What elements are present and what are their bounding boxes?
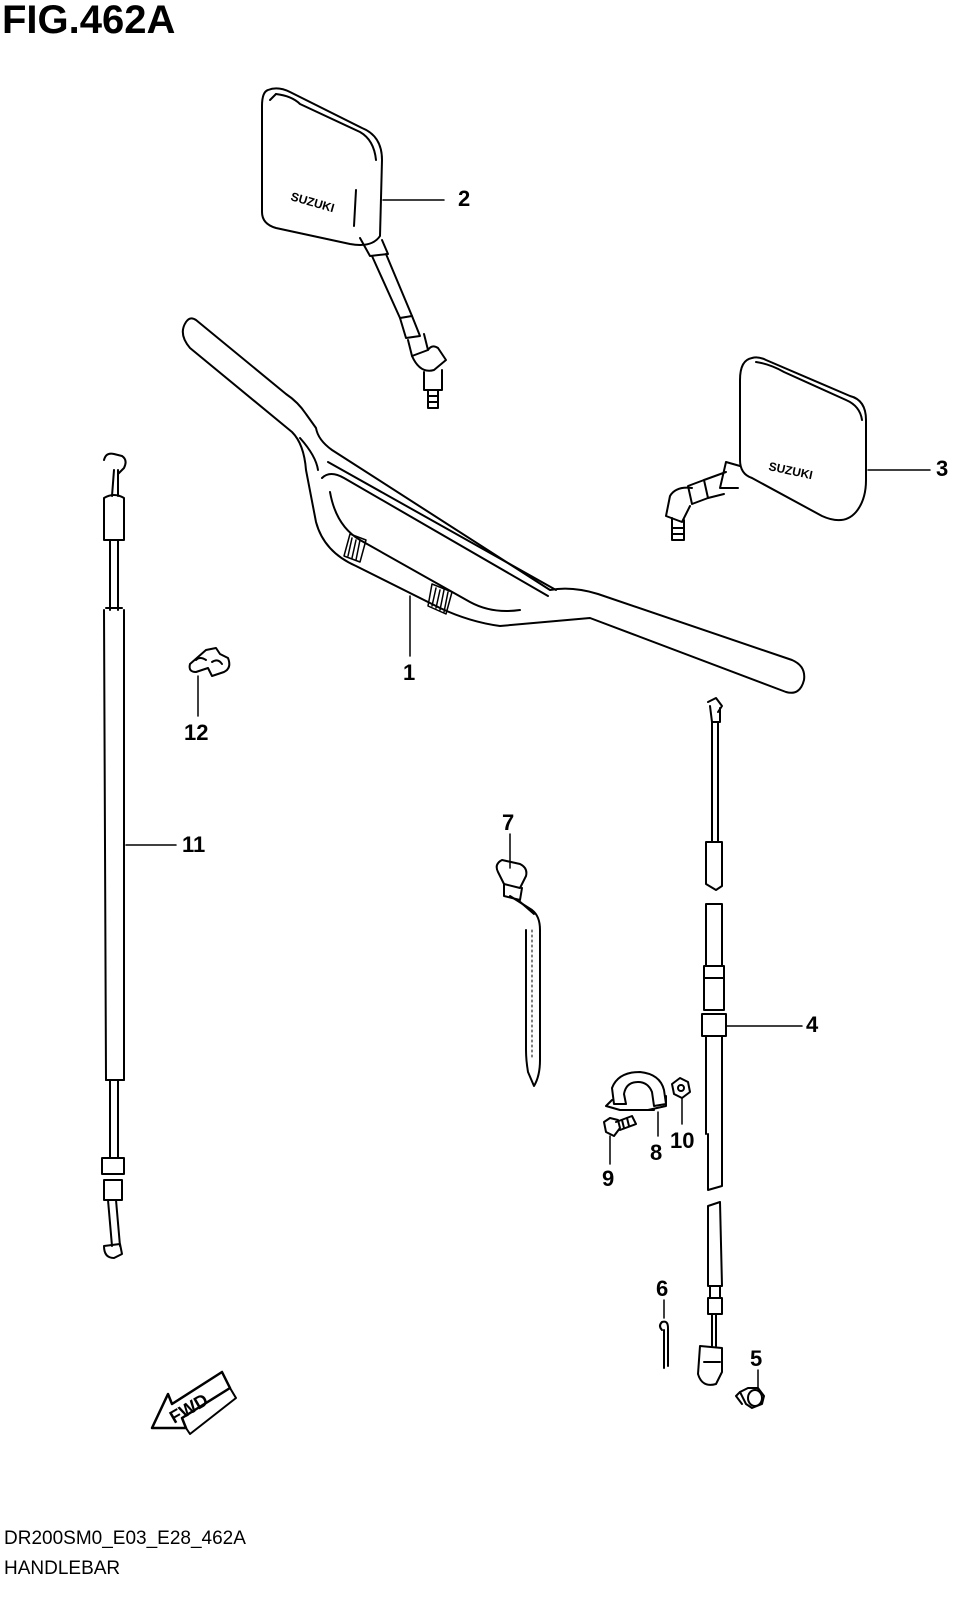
throttle-cable[interactable]: [101, 452, 127, 1259]
mirror-right-logo: SUZUKI: [289, 189, 336, 215]
clamp-bolt[interactable]: [603, 1115, 637, 1137]
clamp-nut[interactable]: [671, 1077, 691, 1099]
callout-2: 2: [458, 186, 470, 211]
callout-8: 8: [650, 1140, 662, 1165]
callout-6: 6: [656, 1276, 668, 1301]
mirror-right[interactable]: SUZUKI: [261, 87, 447, 409]
callout-1: 1: [403, 660, 415, 685]
handlebar[interactable]: [181, 317, 806, 694]
callout-5: 5: [750, 1346, 762, 1371]
callout-12: 12: [184, 720, 208, 745]
cable-tie[interactable]: [495, 859, 541, 1087]
fwd-arrow: FWD: [150, 1370, 237, 1435]
mirror-left[interactable]: SUZUKI: [665, 356, 867, 541]
cable-clip[interactable]: [188, 647, 231, 677]
clamp[interactable]: [605, 1071, 667, 1111]
cotter-pin[interactable]: [659, 1320, 669, 1369]
callout-9: 9: [602, 1166, 614, 1191]
figure-title: FIG.462A: [2, 0, 176, 42]
cable-end[interactable]: [735, 1387, 765, 1409]
callout-3: 3: [936, 456, 948, 481]
callout-10: 10: [670, 1128, 694, 1153]
section-name: HANDLEBAR: [4, 1558, 121, 1579]
clutch-cable[interactable]: [697, 697, 727, 1386]
model-code: DR200SM0_E03_E28_462A: [4, 1528, 246, 1549]
callout-11: 11: [182, 832, 205, 857]
callout-7: 7: [502, 810, 514, 835]
mirror-left-logo: SUZUKI: [767, 459, 814, 482]
handlebar-knurl: [343, 533, 453, 615]
callout-4: 4: [806, 1012, 819, 1037]
